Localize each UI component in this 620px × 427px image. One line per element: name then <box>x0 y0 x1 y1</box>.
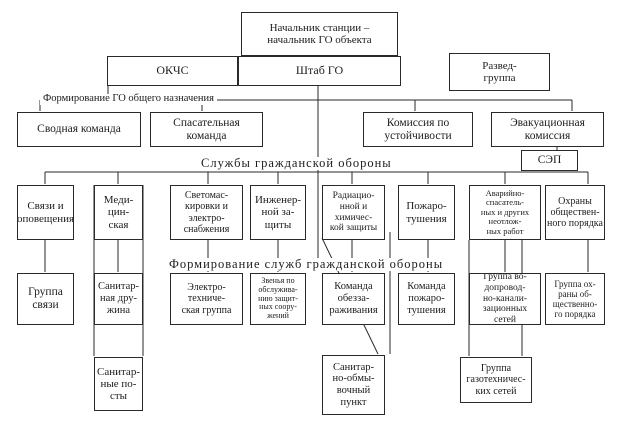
recon-group-box: Развед- группа <box>449 53 550 91</box>
formation-order-group-box: Группа ох- раны об- щественно- го порядк… <box>545 273 605 325</box>
chief-box: Начальник станции – начальник ГО объекта <box>241 12 398 56</box>
sanitary-posts-box: Санитар- ные по- сты <box>94 357 143 411</box>
evacuation-commission-box: Эвакуационная комиссия <box>491 112 604 147</box>
service-radiation-chemical-box: Радиацио- нной и химичес- кой защиты <box>322 185 385 240</box>
gas-networks-group-box: Группа газотехничес- ких сетей <box>460 357 532 403</box>
formation-electrical-group-box: Электро- техниче- ская группа <box>170 273 243 325</box>
formation-comms-group-box: Группа связи <box>17 273 74 325</box>
services-caption: Службы гражданской обороны <box>197 157 396 170</box>
decontamination-point-box: Санитар- но-обмы- вочный пункт <box>322 355 385 415</box>
formation-fire-team-box: Команда пожаро- тушения <box>398 273 455 325</box>
consolidated-team-box: Сводная команда <box>17 112 141 147</box>
formation-shelter-units-box: Звенья по обслужива- нию защит- ных соор… <box>250 273 306 325</box>
sep-box: СЭП <box>521 150 578 171</box>
formation-decon-team-box: Команда обезза- раживания <box>322 273 385 325</box>
service-public-order-box: Охраны обществен- ного порядка <box>545 185 605 240</box>
service-formations-caption: Формирование служб гражданской обороны <box>166 258 447 271</box>
service-medical-box: Меди- цин- ская <box>94 185 143 240</box>
formation-sanitary-squad-box: Санитар- ная дру- жина <box>94 273 143 325</box>
formation-water-sewer-group-box: Группа во- допровод- но-канали- зационны… <box>469 273 541 325</box>
service-emergency-rescue-box: Аварийно- спасатель- ных и других неотло… <box>469 185 541 240</box>
service-firefighting-box: Пожаро- тушения <box>398 185 455 240</box>
rescue-team-box: Спасательная команда <box>150 112 263 147</box>
okchs-box: ОКЧС <box>107 56 238 86</box>
service-engineering-protection-box: Инженер- ной за- щиты <box>250 185 306 240</box>
general-formation-caption: Формирование ГО общего назначения <box>40 93 217 105</box>
hq-box: Штаб ГО <box>238 56 401 86</box>
sustainability-commission-box: Комиссия по устойчивости <box>363 112 473 147</box>
service-communications-box: Связи и оповещения <box>17 185 74 240</box>
service-blackout-power-box: Светомас- кировки и электро- снабжения <box>170 185 243 240</box>
